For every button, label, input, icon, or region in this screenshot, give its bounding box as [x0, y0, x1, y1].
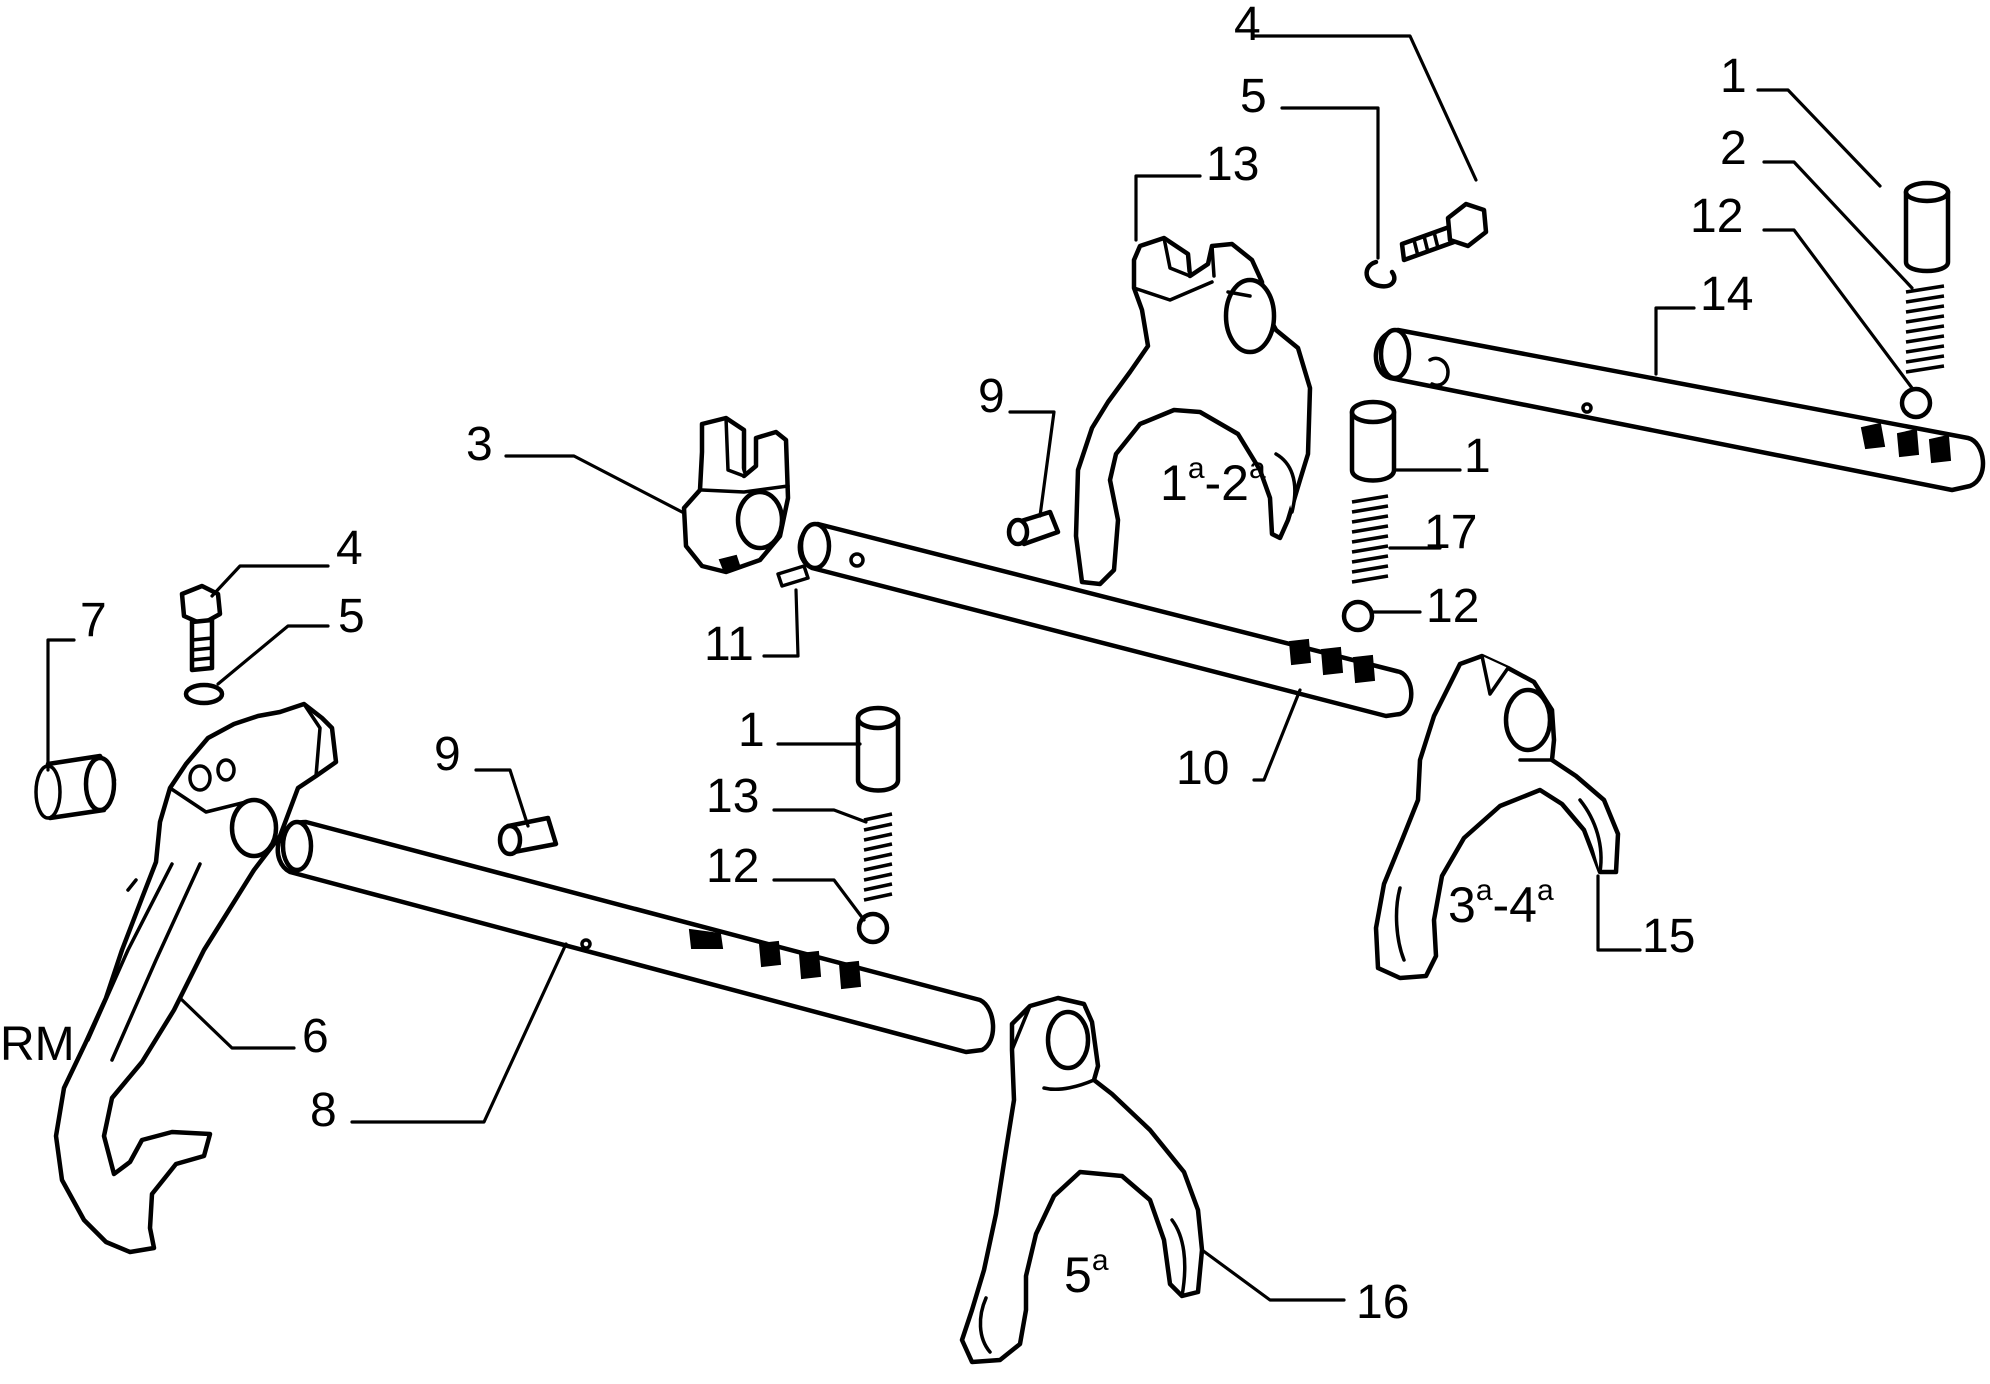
- block-3: [681, 415, 791, 575]
- rod-8: [275, 819, 996, 1055]
- gear-label-1-2: 1a-2a: [1160, 452, 1266, 511]
- label-15: 15: [1642, 910, 1695, 963]
- label-7: 7: [80, 594, 107, 647]
- label-9-top: 9: [978, 370, 1005, 423]
- label-13-top: 13: [1206, 138, 1259, 191]
- rod-10: [797, 521, 1414, 719]
- label-14: 14: [1700, 268, 1753, 321]
- spring-13: [863, 812, 893, 902]
- label-1-low: 1: [738, 704, 765, 757]
- label-12-low: 12: [706, 840, 759, 893]
- pin-1-mid: [1349, 399, 1397, 483]
- fork-16: [959, 995, 1205, 1365]
- label-4-left: 4: [336, 522, 363, 575]
- label-3: 3: [466, 418, 493, 471]
- pin-9-top: [1006, 509, 1061, 547]
- leader-lines: [46, 34, 1914, 1302]
- label-10: 10: [1176, 742, 1229, 795]
- ball-12-top: [1899, 386, 1933, 420]
- label-13-low: 13: [706, 770, 759, 823]
- label-8: 8: [310, 1084, 337, 1137]
- rod-14: [1373, 327, 1986, 493]
- label-11: 11: [704, 618, 754, 671]
- spring-2: [1905, 284, 1945, 374]
- pin-1-low: [855, 705, 901, 793]
- label-17: 17: [1424, 506, 1477, 559]
- label-12-top: 12: [1690, 190, 1743, 243]
- pin-11: [776, 564, 810, 588]
- label-4-top: 4: [1234, 0, 1261, 51]
- label-2-top: 2: [1720, 122, 1747, 175]
- washer-5-left: [183, 682, 225, 706]
- label-5-left: 5: [338, 590, 365, 643]
- fork-1-2: [1073, 235, 1313, 587]
- label-5-top: 5: [1240, 70, 1267, 123]
- label-rm: RM: [0, 1018, 75, 1071]
- label-6: 6: [302, 1010, 329, 1063]
- fork-3-4: [1373, 653, 1621, 981]
- callout-labels: 4 5 13 1 2 12 14 9 3 1 17 12 11 10 4 5 7…: [0, 0, 1753, 1329]
- spring-17: [1351, 494, 1389, 584]
- pin-1-top: [1903, 180, 1951, 274]
- gear-label-5: 5a: [1064, 1244, 1109, 1303]
- bolt-4-left: [179, 583, 223, 673]
- washer-5-top: [1364, 259, 1397, 289]
- label-1-mid: 1: [1464, 430, 1491, 483]
- pin-9-mid: [497, 815, 559, 857]
- label-12-mid: 12: [1426, 580, 1479, 633]
- bolt-4-top: [1399, 201, 1489, 263]
- label-1-top: 1: [1720, 50, 1747, 103]
- gear-label-3-4: 3a-4a: [1448, 874, 1554, 933]
- ball-12-mid: [1341, 599, 1375, 633]
- label-16: 16: [1356, 1276, 1409, 1329]
- label-9-mid: 9: [434, 728, 461, 781]
- ball-12-low: [856, 911, 890, 945]
- fork-6: [53, 701, 339, 1255]
